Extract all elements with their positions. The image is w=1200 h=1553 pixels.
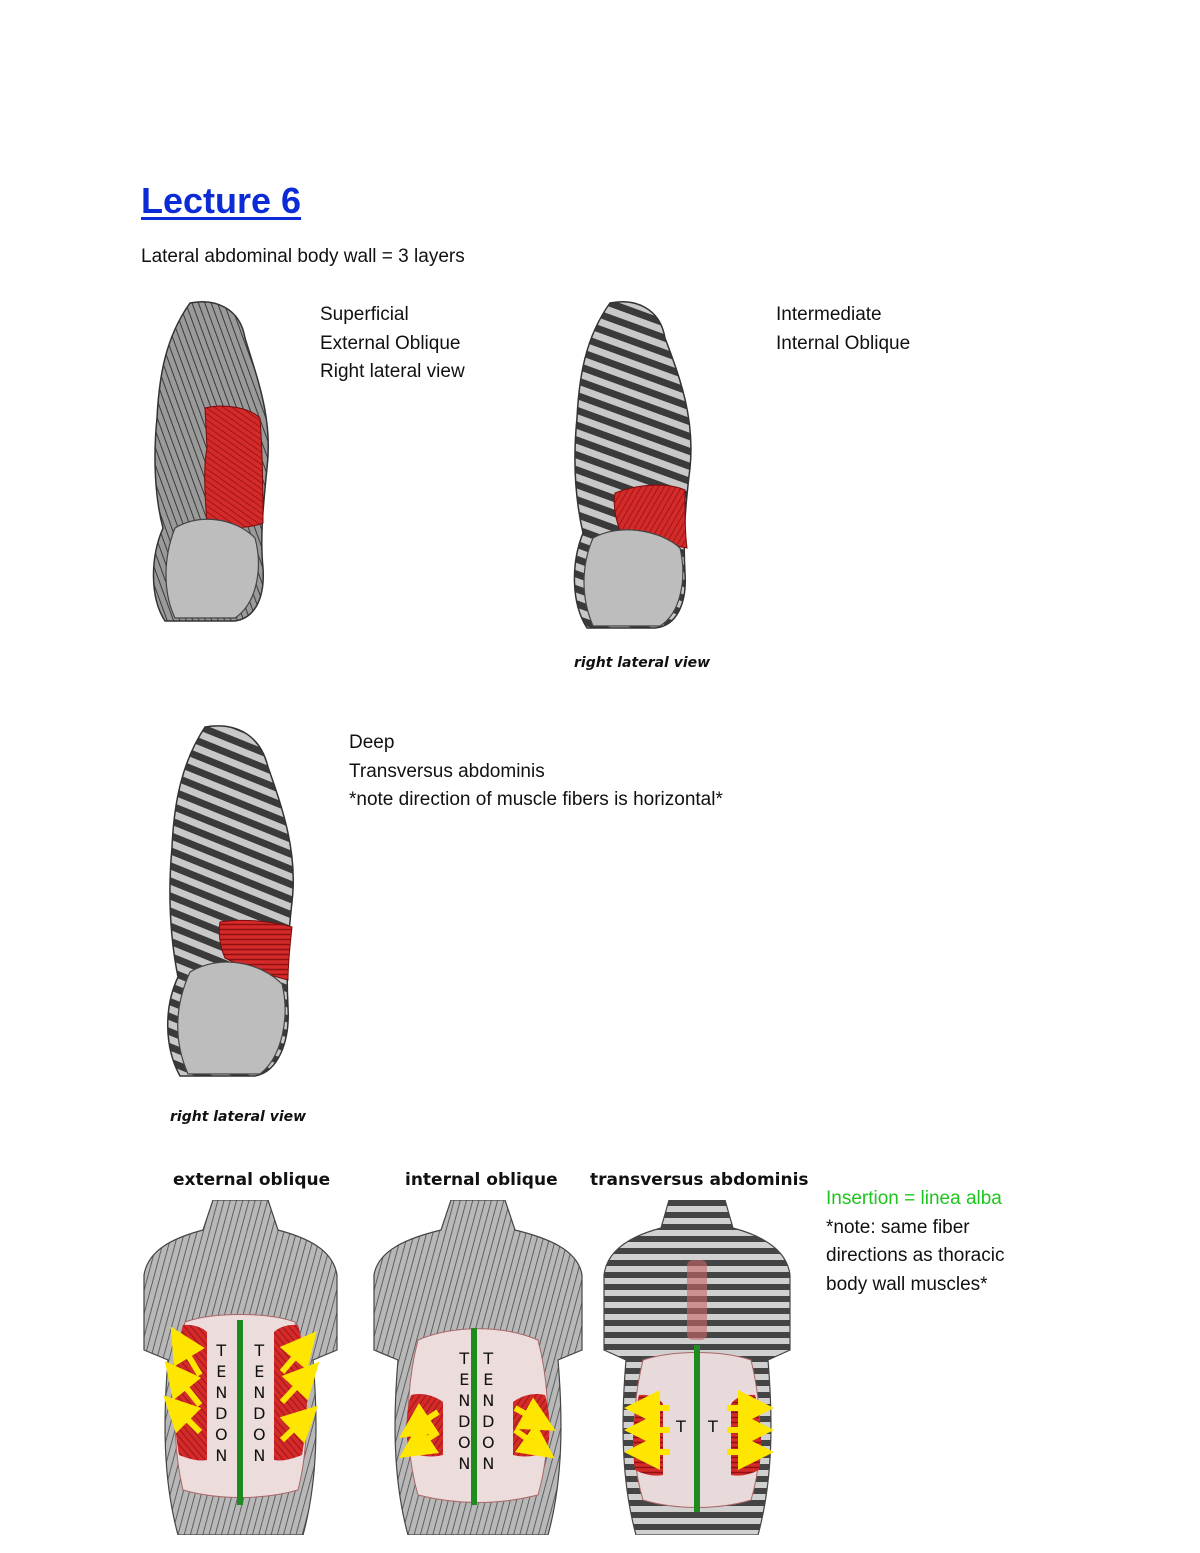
fiber-arrow (279, 1405, 319, 1444)
page-title: Lecture 6 (141, 180, 302, 221)
transversus-abdominis-description: Deep Transversus abdominis *note directi… (349, 729, 723, 815)
muscle-name: Transversus abdominis (349, 760, 545, 782)
transversus-abdominis-caption: right lateral view (170, 1109, 307, 1125)
insertion-note: Insertion = linea alba *note: same fiber… (826, 1185, 1004, 1299)
internal-oblique-description: Intermediate Internal Oblique (776, 301, 910, 358)
external-oblique-description: Superficial External Oblique Right later… (320, 301, 465, 387)
tendon-label-right-transversus: T (708, 1417, 718, 1436)
transversus-abdominis-lateral-illustration (160, 722, 300, 1078)
layer-label: Superficial (320, 304, 409, 325)
fiber-direction-note: *note direction of muscle fibers is hori… (349, 789, 723, 810)
panel-title-internal-oblique: internal oblique (405, 1170, 558, 1190)
fiber-arrow (164, 1360, 203, 1407)
fiber-arrow (163, 1395, 203, 1435)
external-oblique-lateral-illustration (145, 298, 275, 623)
tendon-label-right-internal: T E N D O N (482, 1349, 495, 1473)
fiber-arrow (513, 1397, 556, 1431)
insertion-highlight: Insertion = linea alba (826, 1188, 1002, 1209)
fiber-arrow (279, 1361, 320, 1405)
panel-title-external-oblique: external oblique (173, 1170, 331, 1190)
fiber-arrow (513, 1422, 555, 1459)
internal-oblique-caption: right lateral view (574, 655, 711, 671)
layer-label: Intermediate (776, 304, 882, 325)
insertion-note-line: body wall muscles* (826, 1273, 988, 1295)
fiber-arrow (279, 1331, 317, 1374)
insertion-note-line: directions as thoracic (826, 1245, 1005, 1266)
intro-text: Lateral abdominal body wall = 3 layers (141, 246, 465, 267)
view-label: Right lateral view (320, 361, 465, 382)
tendon-label-left-transversus: T (676, 1417, 686, 1436)
tendon-label-left-external: T E N D O N (215, 1341, 228, 1465)
tendon-label-left-internal: T E N D O N (458, 1349, 471, 1473)
panel-title-transversus-abdominis: transversus abdominis (590, 1170, 809, 1190)
muscle-name: Internal Oblique (776, 332, 911, 354)
fiber-arrow (170, 1326, 205, 1377)
internal-oblique-lateral-illustration (565, 298, 695, 630)
fiber-arrow (399, 1423, 440, 1458)
insertion-note-line: *note: same fiber (826, 1216, 970, 1238)
tendon-label-right-external: T E N D O N (253, 1341, 266, 1465)
muscle-name: External Oblique (320, 332, 461, 354)
layer-label: Deep (349, 732, 395, 753)
fiber-arrow (399, 1403, 440, 1438)
